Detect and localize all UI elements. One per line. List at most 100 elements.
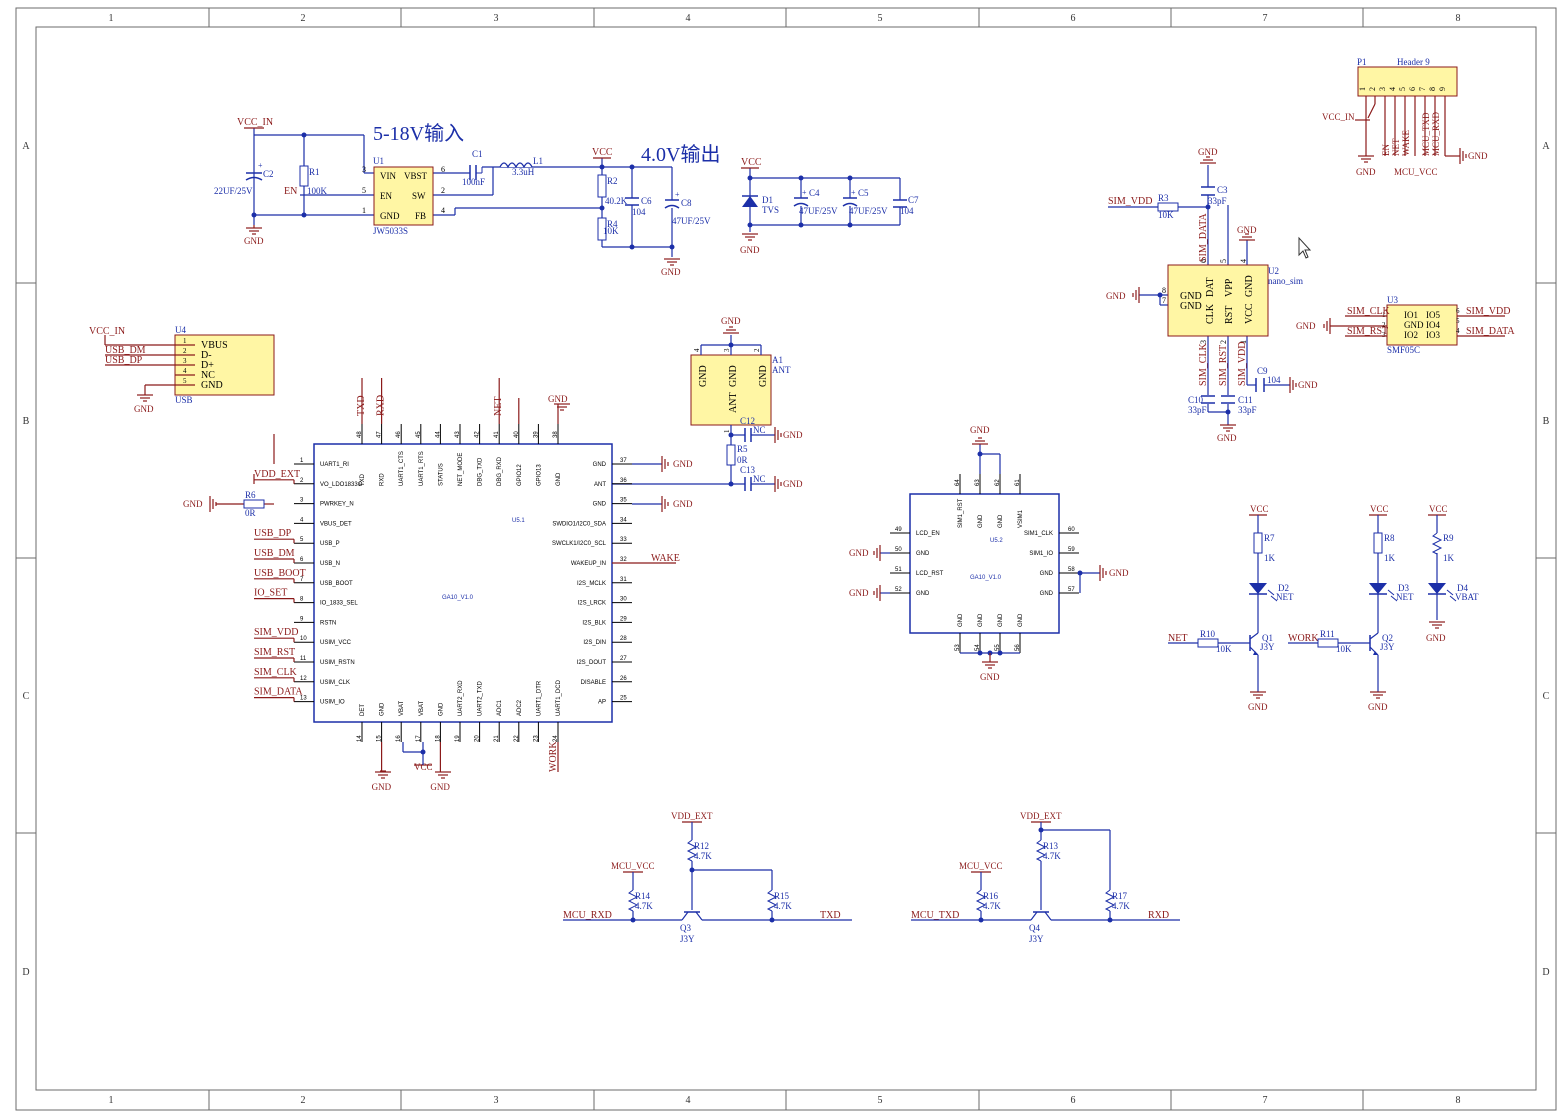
pin-name: RSTN xyxy=(320,620,336,626)
pin-name: GND xyxy=(916,591,930,597)
net-en: EN xyxy=(284,186,297,197)
pin-name: VO_LDO1833O xyxy=(320,482,363,488)
svg-text:6: 6 xyxy=(441,165,445,174)
svg-text:1: 1 xyxy=(362,206,366,215)
svg-text:U5.1: U5.1 xyxy=(512,518,525,524)
mouse-cursor-icon xyxy=(1298,236,1312,259)
resistor-ref: R11 xyxy=(1320,629,1335,639)
svg-text:VCC: VCC xyxy=(1244,303,1255,324)
pin-name: GND xyxy=(998,514,1004,528)
transistor-value: J3Y xyxy=(1029,934,1044,944)
pin-name: DISABLE xyxy=(581,680,606,686)
pin-name: GND xyxy=(593,462,607,468)
pin-number: 11 xyxy=(300,656,307,662)
svg-text:2: 2 xyxy=(1382,321,1386,329)
pin-name: GND xyxy=(978,514,984,528)
resistor-value: 1K xyxy=(1264,553,1276,563)
net-sim-rst: SIM_RST xyxy=(1347,326,1388,337)
pin-number: 22 xyxy=(514,735,520,742)
svg-text:GND: GND xyxy=(1180,301,1202,312)
capacitor-c1: C1 100nF xyxy=(462,149,485,187)
svg-text:5: 5 xyxy=(1219,259,1228,263)
svg-text:NET: NET xyxy=(1391,138,1401,156)
svg-text:3: 3 xyxy=(1199,340,1208,344)
pin-number: 54 xyxy=(975,644,981,651)
svg-text:6: 6 xyxy=(1456,307,1460,315)
row-label-left: D xyxy=(22,967,29,978)
diode-ref: D3 xyxy=(1398,583,1409,593)
pin-name: USIM_CLK xyxy=(320,680,350,686)
svg-text:33pF: 33pF xyxy=(1188,405,1207,415)
svg-text:5: 5 xyxy=(1398,87,1407,91)
svg-text:10K: 10K xyxy=(1158,210,1174,220)
svg-text:3: 3 xyxy=(1378,87,1387,91)
pin-number: 47 xyxy=(377,431,383,438)
pin-number: 59 xyxy=(1068,547,1075,553)
regulator-u1: U1 JW5033S VIN VBST EN SW GND FB 3 6 5 2… xyxy=(362,156,445,236)
svg-text:1: 1 xyxy=(723,429,731,433)
capacitor-c11: C11 33pF xyxy=(1221,395,1257,415)
net-gnd: GND xyxy=(1106,291,1126,301)
svg-text:WAKE: WAKE xyxy=(1401,130,1411,156)
diode-ref: D4 xyxy=(1457,583,1468,593)
net-gnd: GND xyxy=(1298,380,1318,390)
pin-number: 15 xyxy=(377,735,383,742)
transistor-ref: Q1 xyxy=(1262,633,1273,643)
svg-text:100nF: 100nF xyxy=(462,177,485,187)
pin-number: 18 xyxy=(435,735,441,742)
pin-name: UART2_TXD xyxy=(478,680,484,716)
svg-text:IO5: IO5 xyxy=(1426,310,1440,320)
svg-text:P1: P1 xyxy=(1357,57,1367,67)
net-gnd: GND xyxy=(1368,702,1388,712)
svg-text:+: + xyxy=(675,190,680,199)
svg-text:IO3: IO3 xyxy=(1426,330,1440,340)
net-label: MCU_TXD xyxy=(911,910,959,921)
svg-text:GND: GND xyxy=(728,365,739,387)
pin-number: 19 xyxy=(455,735,461,742)
pin-name: I2S_DIN xyxy=(583,640,606,646)
svg-text:VBUS: VBUS xyxy=(201,340,228,351)
net-label: NET xyxy=(1168,633,1187,644)
row-label-right: D xyxy=(1542,967,1549,978)
svg-text:R2: R2 xyxy=(607,176,618,186)
svg-text:40.2K: 40.2K xyxy=(605,196,628,206)
svg-text:VPP: VPP xyxy=(1224,278,1235,297)
ground-symbol xyxy=(742,233,758,241)
pin-name: UART2_RXD xyxy=(458,680,464,716)
pin-number: 16 xyxy=(396,735,402,742)
net-gnd: GND xyxy=(548,394,568,404)
svg-text:C11: C11 xyxy=(1238,395,1253,405)
net-gnd: GND xyxy=(1109,568,1129,578)
frame-labels: 1 2 3 4 5 6 7 8 1 2 3 4 5 6 7 8 A B C D … xyxy=(22,13,1550,1106)
pin-number: 58 xyxy=(1068,567,1075,573)
svg-text:L1: L1 xyxy=(533,156,543,166)
svg-text:0R: 0R xyxy=(737,455,748,465)
net-gnd: GND xyxy=(661,267,681,277)
net-sim-vdd: SIM_VDD xyxy=(1466,306,1510,317)
pin-name: SWDIO1/I2C0_SDA xyxy=(552,521,606,527)
pin-name: GND xyxy=(998,613,1004,627)
svg-text:SIM_VDD: SIM_VDD xyxy=(1237,342,1248,386)
pin-name: GND xyxy=(958,613,964,627)
pin-name: SWCLK1/I2C0_SCL xyxy=(552,541,607,547)
pin-number: 5 xyxy=(300,537,304,543)
net-vdd-ext: VDD_EXT xyxy=(1020,811,1062,821)
resistor-value: 4.7K xyxy=(635,901,653,911)
pin-name: GND xyxy=(916,551,930,557)
net-gnd: GND xyxy=(372,782,392,792)
svg-text:10K: 10K xyxy=(603,226,619,236)
pin-name: I2S_BLK xyxy=(582,620,606,626)
svg-text:U5.2: U5.2 xyxy=(990,538,1003,544)
pin-number: 12 xyxy=(300,676,307,682)
resistor-value: 1K xyxy=(1384,553,1396,563)
net-label: WORK xyxy=(1288,633,1319,644)
resistor-value: 4.7K xyxy=(1112,901,1130,911)
pin-name: I2S_LRCK xyxy=(578,601,606,607)
pin-name: GND xyxy=(1018,613,1024,627)
pin-number: 51 xyxy=(895,567,902,573)
pin-number: 46 xyxy=(396,431,402,438)
col-label-top: 3 xyxy=(494,13,499,24)
pin-name: DBG_RXD xyxy=(497,456,503,486)
pin-number: 36 xyxy=(620,478,627,484)
